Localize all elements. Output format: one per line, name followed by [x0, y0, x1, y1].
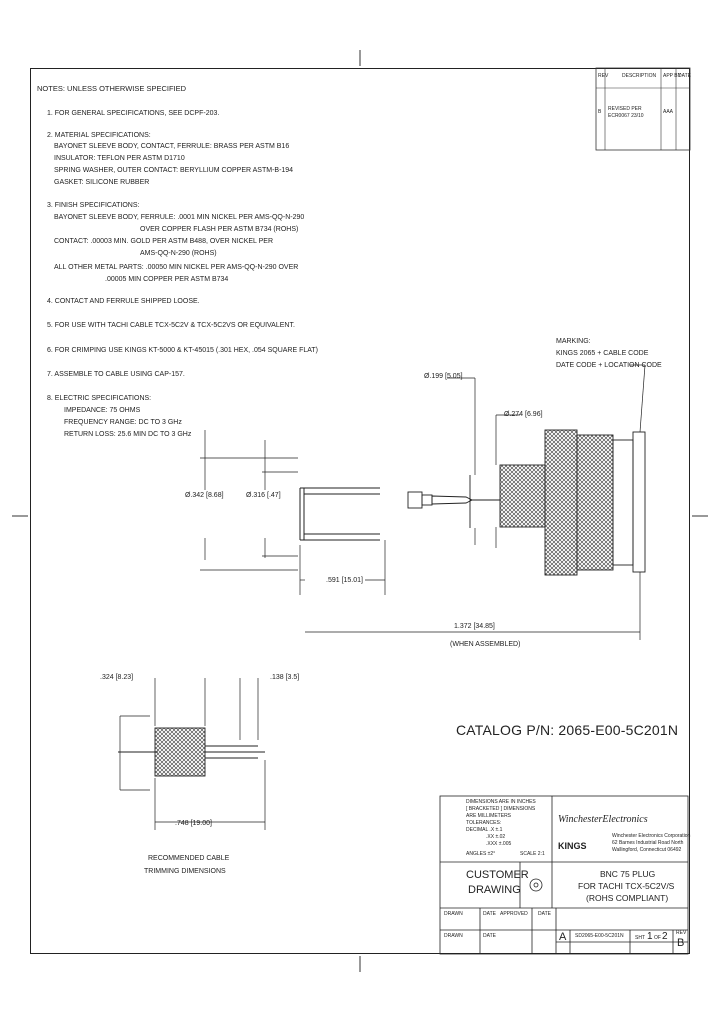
dim-d1: Ø.199 [5.05] [424, 373, 463, 380]
rev-letter: B [677, 937, 685, 949]
cable-trim-drawing [118, 727, 265, 777]
customer-drawing-line1: CUSTOMER [466, 869, 529, 881]
title-block-label: DATE [483, 933, 496, 939]
contact-pin [407, 491, 474, 509]
note-line: 7. ASSEMBLE TO CABLE USING CAP-157. [47, 371, 185, 378]
note-line: 6. FOR CRIMPING USE KINGS KT-5000 & KT-4… [47, 347, 319, 354]
sheet-total: 2 [662, 931, 668, 942]
rev-header-description: DESCRIPTION [622, 73, 657, 79]
sleeve-component [299, 487, 380, 541]
scale-label: SCALE 2:1 [520, 851, 545, 857]
note-line: 8. ELECTRIC SPECIFICATIONS: [47, 395, 152, 402]
dim-d2: Ø.274 [6.96] [504, 411, 543, 418]
company-logo: WinchesterElectronics [558, 814, 648, 825]
drawing-sheet-border [30, 68, 690, 954]
title-block-label: DRAWN [444, 911, 463, 917]
tolerance-line: .XXX ±.005 [486, 841, 512, 847]
note-line: 5. FOR USE WITH TACHI CABLE TCX-5C2V & T… [47, 322, 295, 329]
title-block-label: DATE [483, 911, 496, 917]
rev-label: REV [676, 930, 687, 936]
dim-d9: .748 [19.00] [175, 820, 212, 827]
marking-line: KINGS 2065 + CABLE CODE [556, 350, 649, 357]
note-line: CONTACT: .00003 MIN. GOLD PER ASTM B488,… [54, 238, 274, 245]
tolerance-line: ARE MILLIMETERS [466, 813, 512, 819]
company-address-line: Winchester Electronics Corporation [612, 833, 691, 839]
note-line: FREQUENCY RANGE: DC TO 3 GHz [64, 419, 182, 426]
sheet-number: 1 [647, 931, 653, 942]
connector-dim-lines [305, 364, 646, 640]
sheet-label: SHT [635, 935, 645, 941]
tolerance-line: ANGLES ±2° [466, 851, 496, 857]
marking-line: DATE CODE + LOCATION CODE [556, 362, 662, 369]
rev-header-rev: REV [598, 73, 609, 79]
drawing-title-line1: BNC 75 PLUG [600, 869, 656, 879]
dim-d5: .591 [15.01] [326, 577, 363, 584]
note-line: SPRING WASHER, OUTER CONTACT: BERYLLIUM … [54, 167, 294, 174]
note-line: AMS-QQ-N-290 (ROHS) [140, 250, 217, 257]
note-line: IMPEDANCE: 75 OHMS [64, 407, 141, 414]
dim-d4: Ø.316 [.47] [246, 492, 281, 499]
note-line: 3. FINISH SPECIFICATIONS: [47, 202, 140, 209]
dim-d7: .324 [8.23] [100, 674, 134, 681]
trim-dim-lines [119, 678, 266, 830]
title-block-label: DATE [538, 911, 551, 917]
note-line: GASKET: SILICONE RUBBER [54, 179, 150, 186]
title-block-label: APPROVED [500, 911, 528, 917]
kings-logo: KINGS [558, 841, 587, 851]
note-line: ALL OTHER METAL PARTS: .00050 MIN NICKEL… [54, 264, 299, 271]
customer-drawing-line2: DRAWING [468, 884, 521, 896]
tolerance-line: TOLERANCES: [466, 820, 502, 826]
company-address-line: 62 Barnes Industrial Road North [612, 840, 684, 846]
trim-label-line1: RECOMMENDED CABLE [148, 855, 230, 862]
rev-entry: B [598, 109, 602, 115]
dim-d8: .138 [3.5] [270, 674, 300, 681]
revision-block [595, 67, 691, 151]
marking-line: MARKING: [556, 338, 591, 345]
connector-body [469, 429, 646, 576]
note-line: 1. FOR GENERAL SPECIFICATIONS, SEE DCPF-… [47, 110, 220, 117]
dim-d3: Ø.342 [8.68] [185, 492, 224, 499]
rev-description: REVISED PER ECR0067 23/10 [608, 106, 644, 119]
rev-header-date: DATE [678, 73, 691, 79]
sheet-of-label: OF [654, 935, 661, 941]
title-block [439, 795, 689, 955]
note-line: BAYONET SLEEVE BODY, CONTACT, FERRULE: B… [54, 143, 290, 150]
drawing-number: SD2065-E00-5C201N [575, 933, 624, 939]
rev-approver: AAA [663, 109, 674, 115]
title-block-label: DRAWN [444, 933, 463, 939]
note-line: 2. MATERIAL SPECIFICATIONS: [47, 132, 151, 139]
rev-header-app-by: APP BY [663, 73, 681, 79]
drawing-title-line3: (ROHS COMPLIANT) [586, 893, 669, 903]
sleeve-dim-lines [200, 430, 386, 595]
note-line: INSULATOR: TEFLON PER ASTM D1710 [54, 155, 185, 162]
dim-d6-note: (WHEN ASSEMBLED) [450, 641, 521, 648]
size-letter: A [559, 931, 567, 943]
note-line: .00005 MIN COPPER PER ASTM B734 [105, 276, 229, 283]
tolerance-line: .XX ±.02 [486, 834, 506, 840]
company-address-line: Wallingford, Connecticut 06492 [612, 847, 682, 853]
note-line: BAYONET SLEEVE BODY, FERRULE: .0001 MIN … [54, 214, 305, 221]
tolerance-line: [ BRACKETED ] DIMENSIONS [466, 806, 536, 812]
dim-d6: 1.372 [34.85] [454, 623, 495, 630]
catalog-part-number: CATALOG P/N: 2065-E00-5C201N [456, 722, 679, 738]
note-line: 4. CONTACT AND FERRULE SHIPPED LOOSE. [47, 298, 200, 305]
drawing-title-line2: FOR TACHI TCX-5C2V/S [578, 881, 675, 891]
projection-symbol-icon [529, 878, 543, 892]
tolerance-line: DIMENSIONS ARE IN INCHES [466, 799, 536, 805]
tolerance-line: DECIMAL .X ±.1 [466, 827, 503, 833]
notes-heading: NOTES: UNLESS OTHERWISE SPECIFIED [37, 84, 187, 93]
note-line: OVER COPPER FLASH PER ASTM B734 (ROHS) [140, 226, 299, 233]
note-line: RETURN LOSS: 25.6 MIN DC TO 3 GHz [64, 431, 192, 438]
trim-label-line2: TRIMMING DIMENSIONS [144, 868, 226, 875]
